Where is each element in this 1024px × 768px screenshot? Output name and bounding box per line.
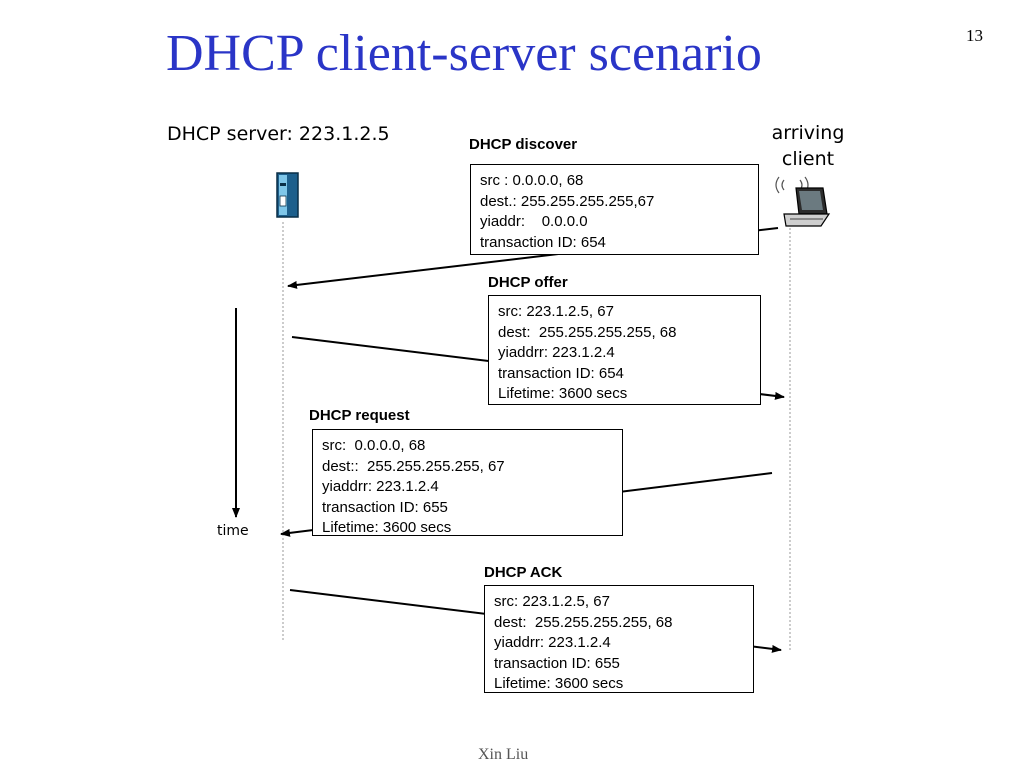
request-line: Lifetime: 3600 secs xyxy=(322,519,452,536)
request-label: DHCP request xyxy=(309,407,410,424)
server-label: DHCP server: 223.1.2.5 xyxy=(167,123,390,145)
laptop-icon xyxy=(775,176,831,227)
request-line: yiaddrr: 223.1.2.4 xyxy=(322,478,439,495)
footer-author: Xin Liu xyxy=(478,746,529,763)
offer-line: yiaddrr: 223.1.2.4 xyxy=(498,344,615,361)
ack-line: Lifetime: 3600 secs xyxy=(494,675,624,692)
slide-title: DHCP client-server scenario xyxy=(166,25,762,82)
offer-line: src: 223.1.2.5, 67 xyxy=(498,303,614,320)
offer-box: src: 223.1.2.5, 67 dest: 255.255.255.255,… xyxy=(488,295,761,405)
ack-line: src: 223.1.2.5, 67 xyxy=(494,593,610,610)
ack-box: src: 223.1.2.5, 67 dest: 255.255.255.255,… xyxy=(484,585,754,693)
discover-label: DHCP discover xyxy=(469,136,578,153)
request-line: src: 0.0.0.0, 68 xyxy=(322,437,426,454)
time-label: time xyxy=(217,523,249,539)
discover-line: dest.: 255.255.255.255,67 xyxy=(480,192,655,210)
request-line: dest:: 255.255.255.255, 67 xyxy=(322,457,505,475)
offer-label: DHCP offer xyxy=(488,274,568,291)
offer-line: transaction ID: 654 xyxy=(498,364,624,382)
slide-number: 13 xyxy=(966,26,983,45)
ack-line: dest: 255.255.255.255, 68 xyxy=(494,613,673,631)
request-line: transaction ID: 655 xyxy=(322,498,448,516)
ack-line: transaction ID: 655 xyxy=(494,654,620,672)
discover-line: yiaddr: 0.0.0.0 xyxy=(480,213,588,230)
server-icon xyxy=(276,172,299,218)
discover-line: src : 0.0.0.0, 68 xyxy=(480,172,584,189)
ack-label: DHCP ACK xyxy=(484,564,563,581)
discover-box: src : 0.0.0.0, 68 dest.: 255.255.255.255,… xyxy=(470,164,759,255)
ack-line: yiaddrr: 223.1.2.4 xyxy=(494,634,611,651)
offer-line: dest: 255.255.255.255, 68 xyxy=(498,323,677,341)
client-label: arriving client xyxy=(771,122,845,170)
discover-line: transaction ID: 654 xyxy=(480,233,606,251)
offer-line: Lifetime: 3600 secs xyxy=(498,385,628,402)
